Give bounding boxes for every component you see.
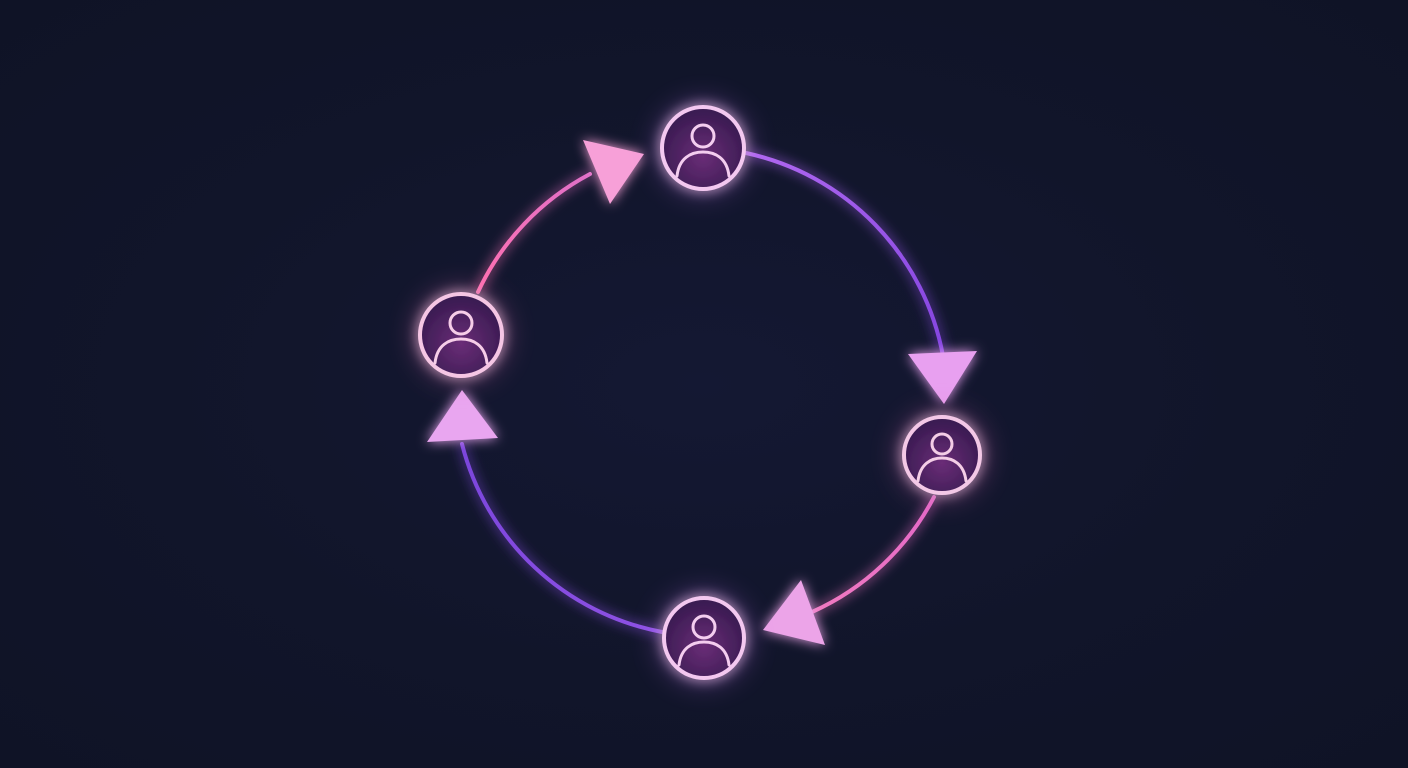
cycle-arcs (460, 151, 945, 634)
arrow-top-to-right (908, 351, 977, 404)
cycle-arrows (427, 140, 977, 645)
user-avatar-icon (916, 432, 968, 483)
arrow-bottom-to-left (427, 390, 498, 442)
user-avatar-icon (433, 310, 489, 365)
arc-left-to-top (476, 172, 592, 294)
arc-bottom-to-left (460, 442, 664, 634)
cycle-nodes (415, 102, 986, 684)
user-avatar-icon (677, 614, 731, 667)
node-right (898, 411, 986, 499)
node-left (415, 289, 507, 381)
node-bottom (658, 592, 750, 684)
user-avatar-icon (675, 123, 731, 178)
arrow-right-to-bottom (763, 580, 825, 645)
arrow-left-to-top (583, 140, 644, 204)
node-top (657, 102, 749, 194)
arc-right-to-bottom (810, 495, 936, 614)
arc-top-to-right (744, 151, 945, 358)
